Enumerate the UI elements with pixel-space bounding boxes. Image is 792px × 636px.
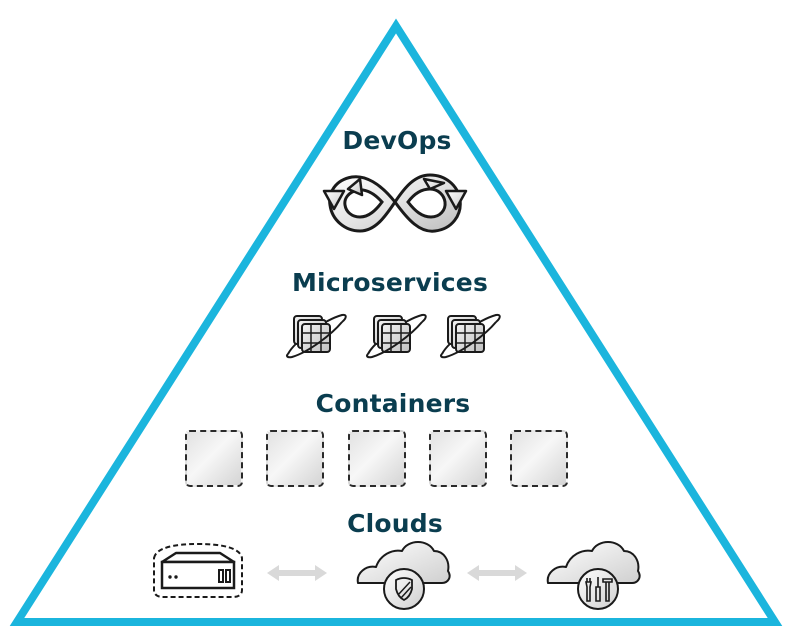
server-icon	[153, 542, 243, 598]
bidirectional-arrow-icon	[267, 565, 327, 581]
devops-label: DevOps	[342, 126, 452, 155]
container-box-icon	[266, 430, 324, 487]
cloud-shield-icon	[356, 541, 451, 610]
bidirectional-arrow-icon	[467, 565, 527, 581]
microservice-grid-icon	[366, 313, 427, 359]
microservice-grid-icon	[440, 313, 501, 359]
microservices-label: Microservices	[291, 268, 489, 297]
containers-label: Containers	[315, 389, 471, 418]
infinity-loop-icon	[322, 173, 468, 233]
container-box-icon	[185, 430, 243, 487]
container-box-icon	[510, 430, 568, 487]
cloud-tools-icon	[546, 541, 641, 610]
clouds-label: Clouds	[347, 509, 443, 538]
shield-icon	[395, 577, 413, 602]
tools-icon	[585, 577, 613, 602]
container-box-icon	[429, 430, 487, 487]
container-box-icon	[348, 430, 406, 487]
microservice-grid-icon	[286, 313, 347, 359]
